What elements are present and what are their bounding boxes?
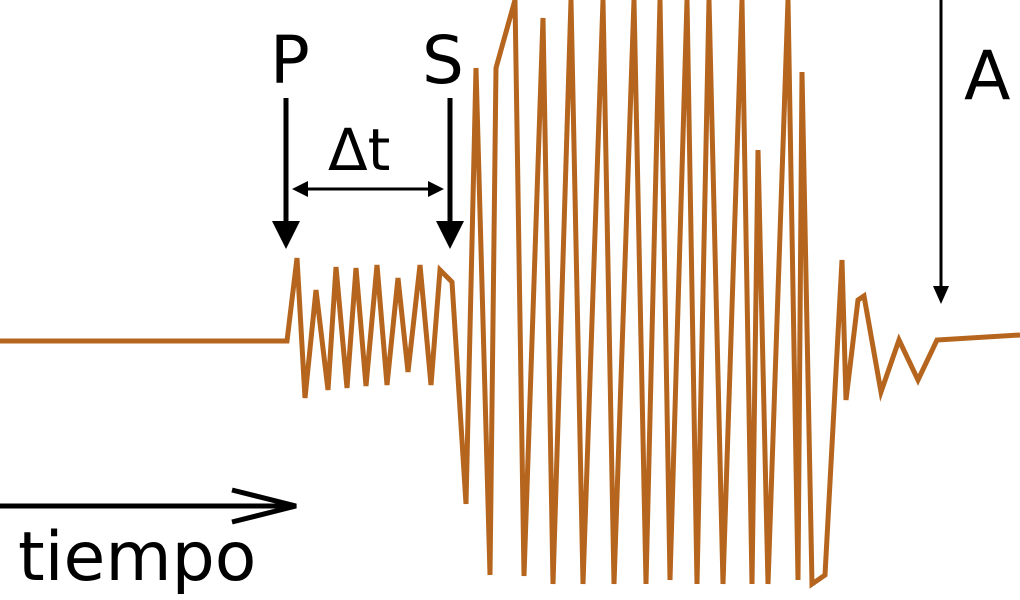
p-arrow-head xyxy=(272,221,300,249)
amplitude-label: A xyxy=(964,37,1011,116)
delta-t-arrow-left-head xyxy=(292,181,308,197)
s-arrow-head xyxy=(436,221,464,249)
s-wave-label: S xyxy=(422,22,464,99)
p-wave-label: P xyxy=(270,22,310,99)
amplitude-arrow-head xyxy=(933,286,949,304)
delta-t-label: Δt xyxy=(328,116,390,184)
time-axis-arrow-head xyxy=(231,487,297,525)
delta-t-arrow-right-head xyxy=(428,181,444,197)
time-axis-label: tiempo xyxy=(18,518,256,597)
